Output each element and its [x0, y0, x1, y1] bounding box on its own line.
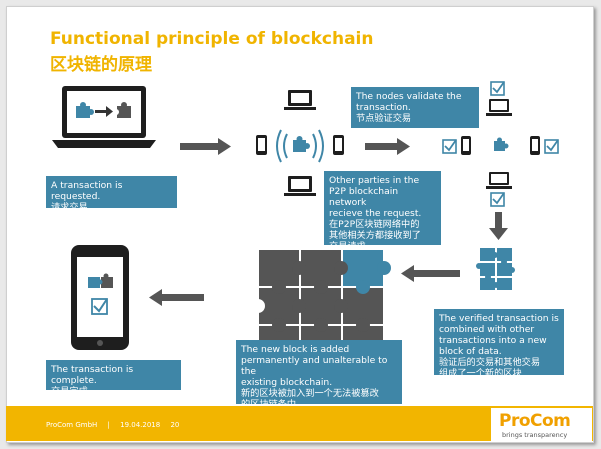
phone-icon	[256, 135, 267, 155]
puzzle-piece-icon	[88, 273, 113, 288]
laptop-icon	[52, 86, 156, 148]
checkbox-checked-icon	[544, 139, 559, 154]
checkbox-checked-icon	[490, 192, 505, 207]
step-added-box: The new block is added permanently and u…	[236, 340, 402, 410]
footer-date: 19.04.2018	[120, 421, 161, 429]
footer-info: ProCom GmbH | 19.04.2018 20	[46, 421, 187, 429]
step-requested-text: A transaction is requested. 请求交易	[51, 180, 123, 213]
signal-waves-icon	[276, 129, 324, 163]
block-puzzle-icon	[476, 248, 515, 290]
blockchain-puzzle-icon	[251, 250, 391, 344]
laptop-icon	[486, 99, 512, 116]
flow-arrow-down-icon	[489, 212, 508, 240]
step-broadcast-box: Other parties in the P2P blockchain netw…	[324, 171, 441, 252]
laptop-icon	[284, 176, 316, 196]
flow-arrow-left-icon	[401, 265, 460, 282]
network-cluster	[256, 90, 344, 196]
step-validate-box: The nodes validate the transaction. 节点验证…	[351, 87, 479, 128]
validated-cluster	[442, 81, 559, 207]
procom-logo: ProCom brings transparency	[491, 408, 592, 441]
phone-icon	[530, 136, 540, 155]
step-validate-text: The nodes validate the transaction. 节点验证…	[356, 91, 462, 124]
puzzle-piece-icon	[113, 102, 131, 118]
checkbox-checked-icon	[442, 139, 457, 154]
phone-icon	[461, 136, 471, 155]
footer-page-number: 20	[170, 421, 180, 429]
step-combined-box: The verified transaction is combined wit…	[434, 309, 564, 379]
slide-title: Functional principle of blockchain	[50, 29, 374, 49]
footer-separator: |	[107, 421, 110, 429]
checkbox-checked-icon	[490, 81, 505, 96]
puzzle-piece-icon	[494, 137, 509, 151]
puzzle-piece-icon	[76, 102, 94, 118]
flow-arrow-left-icon	[149, 289, 204, 306]
step-added-text: The new block is added permanently and u…	[241, 344, 388, 410]
logo-tagline: brings transparency	[502, 431, 568, 439]
phone-icon	[71, 245, 129, 350]
footer-company: ProCom GmbH	[46, 421, 98, 429]
step-requested-box: A transaction is requested. 请求交易	[46, 176, 177, 213]
step-complete-text: The transaction is complete. 交易完成	[51, 364, 134, 397]
arrow-right-icon	[95, 106, 113, 117]
slide-subtitle: 区块链的原理	[50, 55, 152, 75]
checkbox-checked-icon	[91, 298, 108, 315]
phone-icon	[333, 135, 344, 155]
puzzle-piece-icon	[293, 136, 310, 152]
logo-name: ProCom	[499, 411, 571, 431]
flow-arrow-icon	[180, 138, 231, 155]
flow-arrow-icon	[365, 138, 410, 155]
step-broadcast-text: Other parties in the P2P blockchain netw…	[329, 175, 422, 252]
laptop-icon	[284, 90, 316, 110]
step-complete-box: The transaction is complete. 交易完成	[46, 360, 181, 397]
step-combined-text: The verified transaction is combined wit…	[439, 313, 559, 379]
laptop-icon	[486, 172, 512, 189]
